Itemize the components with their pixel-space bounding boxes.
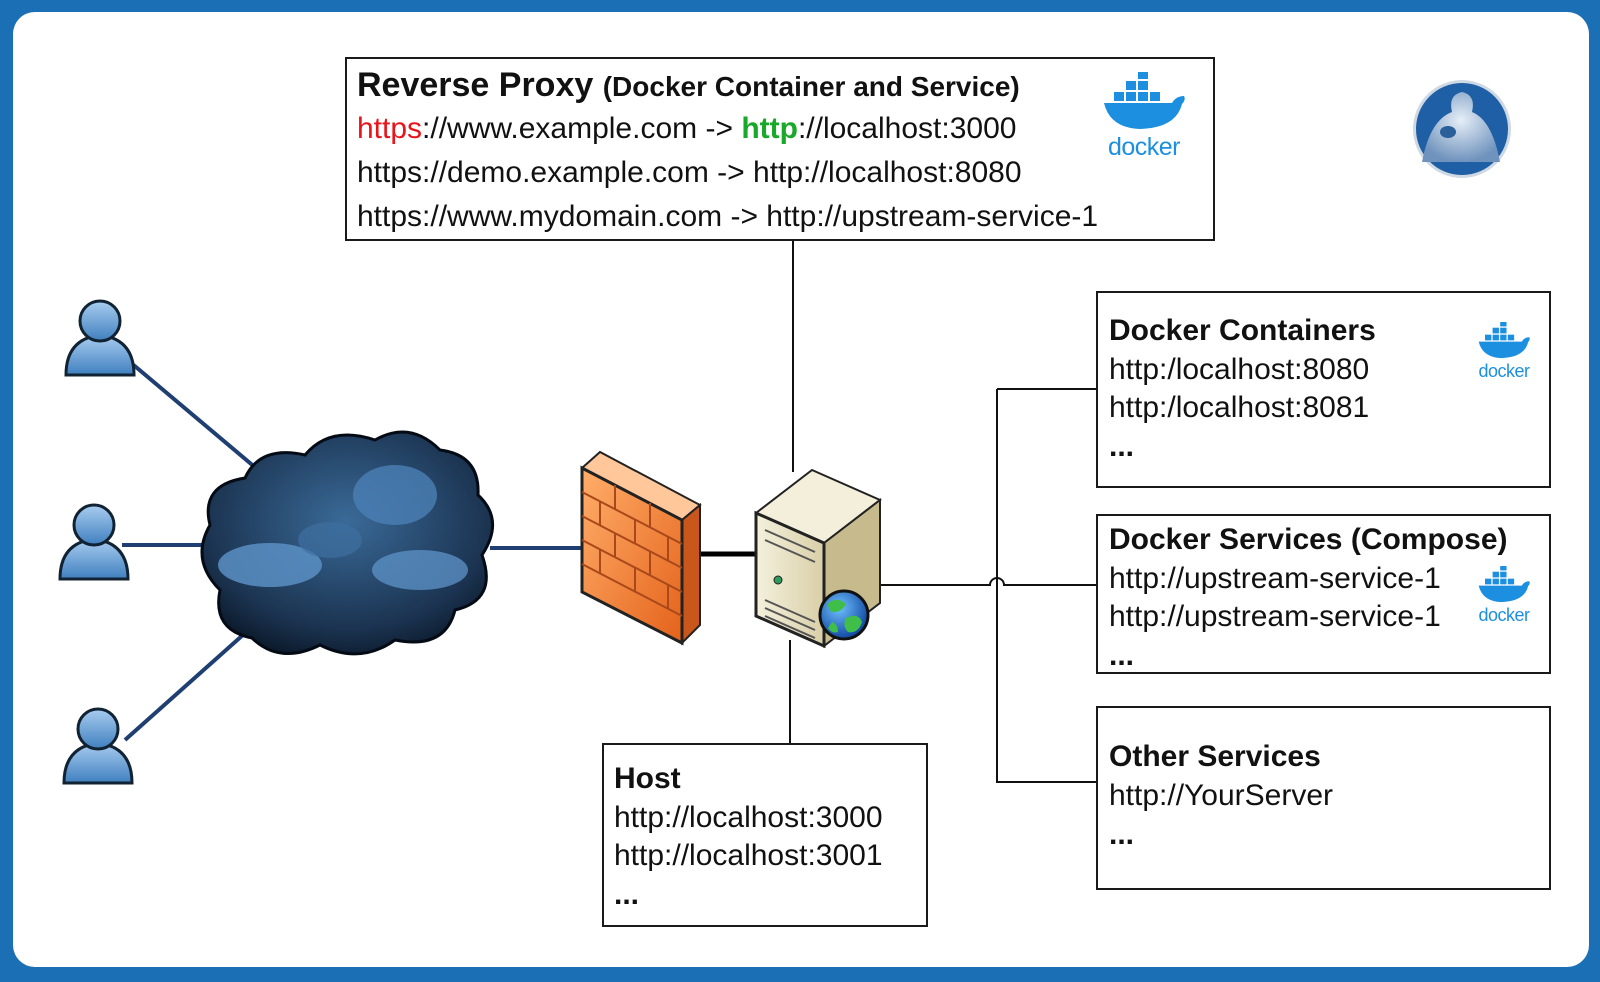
endpoint-line: http://localhost:3000 (614, 801, 883, 834)
proxy-rule-row: https://www.example.com -> http://localh… (357, 107, 1213, 151)
docker-whale-icon (1478, 566, 1530, 603)
more-ellipsis: ... (1109, 430, 1135, 463)
docker-containers-box: Docker Containers http:/localhost:8080 h… (1096, 291, 1551, 488)
endpoint-line: http://YourServer (1109, 779, 1334, 812)
endpoint-line: http:/localhost:8080 (1109, 353, 1370, 386)
link-server-services (880, 577, 1096, 586)
proxy-rule-row: https://demo.example.com -> http://local… (357, 156, 1022, 189)
endpoint-line: http://localhost:3001 (614, 839, 883, 872)
docker-wordmark: docker (1478, 361, 1530, 381)
reverse-proxy-subtitle: (Docker Container and Service) (602, 71, 1020, 102)
firewall-icon (580, 450, 702, 646)
reverse-proxy-title: Reverse Proxy (357, 66, 594, 104)
http-scheme: http (741, 112, 798, 145)
reverse-proxy-heading: Reverse Proxy (Docker Container and Serv… (357, 65, 1213, 107)
globe-icon (818, 589, 870, 641)
other-services-title: Other Services (1109, 740, 1321, 773)
docker-services-title: Docker Services (Compose) (1109, 523, 1508, 556)
docker-logo: docker (1472, 566, 1536, 626)
docker-wordmark: docker (1478, 605, 1530, 625)
endpoint-line: http://upstream-service-1 (1109, 562, 1441, 595)
proxy-rule-source: ://www.example.com -> (422, 112, 742, 145)
cloud-icon (200, 430, 495, 656)
more-ellipsis: ... (614, 878, 640, 911)
proxy-rule-row: https://www.mydomain.com -> http://upstr… (357, 200, 1099, 233)
service-links (789, 240, 1096, 783)
endpoint-line: http:/localhost:8081 (1109, 391, 1370, 424)
link-user-3 (123, 616, 264, 742)
host-title: Host (614, 762, 681, 795)
other-services-box: Other Services http://YourServer ... (1096, 706, 1551, 890)
user-icon (64, 299, 136, 377)
more-ellipsis: ... (1109, 818, 1135, 851)
user-icon (62, 707, 134, 785)
docker-whale-icon (1478, 322, 1530, 359)
avatar-icon (1413, 80, 1511, 178)
link-services-bus (996, 388, 1096, 783)
more-ellipsis: ... (1109, 639, 1135, 672)
docker-logo: docker (1096, 72, 1192, 162)
proxy-rule-target: ://localhost:3000 (797, 112, 1017, 145)
docker-containers-title: Docker Containers (1109, 314, 1376, 347)
endpoint-line: http://upstream-service-1 (1109, 600, 1441, 633)
host-box: Host http://localhost:3000 http://localh… (602, 743, 928, 927)
docker-services-box: Docker Services (Compose) http://upstrea… (1096, 514, 1551, 674)
docker-wordmark: docker (1107, 133, 1181, 161)
docker-logo: docker (1472, 322, 1536, 382)
https-scheme: https (357, 112, 423, 145)
user-icon (58, 503, 130, 581)
docker-whale-icon (1104, 72, 1185, 129)
reverse-proxy-box: Reverse Proxy (Docker Container and Serv… (345, 57, 1215, 241)
